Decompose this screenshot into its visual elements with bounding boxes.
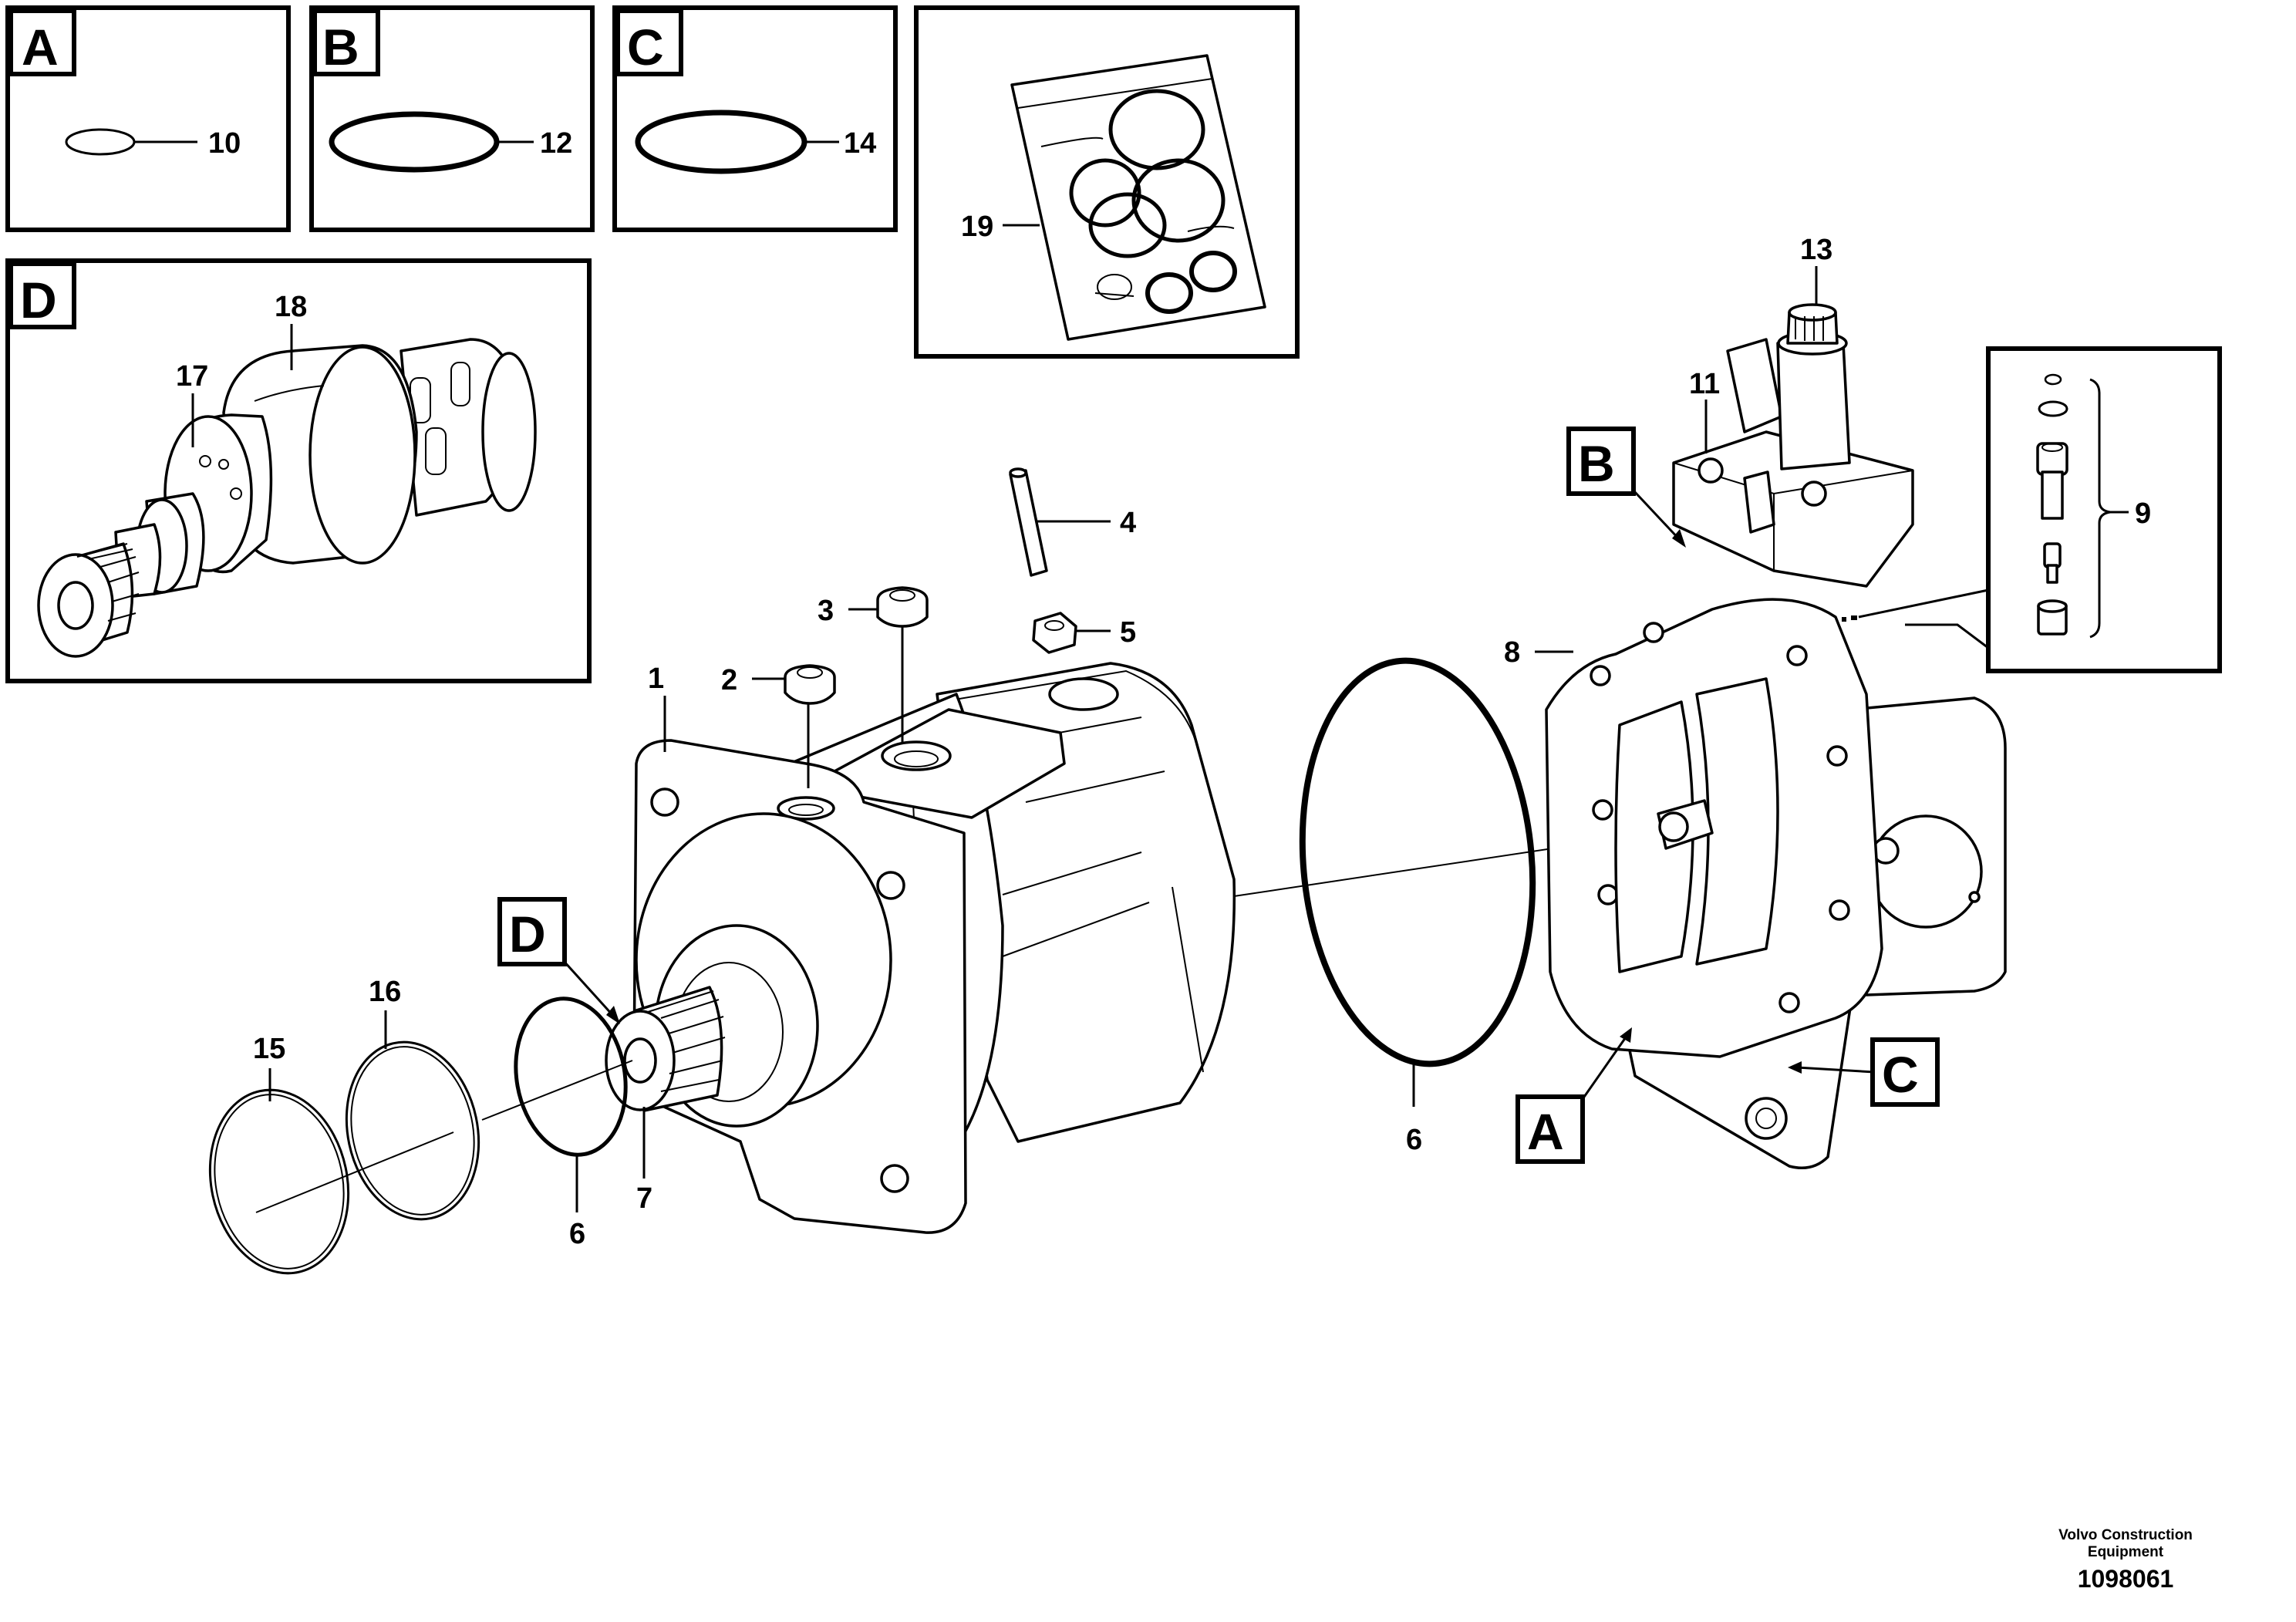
part-label-6-front: 6	[569, 1218, 585, 1250]
inset-d-letter: D	[20, 271, 57, 329]
seal-kit-bag	[1010, 54, 1266, 341]
output-shaft	[605, 986, 726, 1112]
large-o-ring	[635, 110, 807, 174]
inset-a-letter: A	[22, 19, 59, 76]
inset-d: D	[5, 258, 592, 683]
callout-b-letter: B	[1578, 435, 1615, 492]
part-label-4: 4	[1120, 507, 1136, 539]
small-o-ring	[65, 128, 136, 156]
credit-line-1: Volvo Construction	[2058, 1527, 2193, 1543]
port-plate-housing	[1545, 303, 2007, 1169]
seal-kit-inset: 19	[914, 5, 1300, 359]
part-label-10: 10	[208, 127, 241, 160]
sleeve-illustration	[2036, 442, 2068, 520]
part-label-12: 12	[540, 127, 572, 160]
part-label-11: 11	[1689, 368, 1720, 400]
inset-c-letter: C	[627, 19, 664, 76]
inset-b: B 12	[309, 5, 595, 232]
part-label-13: 13	[1800, 234, 1832, 266]
callout-a-letter: A	[1527, 1103, 1564, 1160]
part-label-9: 9	[2135, 497, 2151, 530]
callout-box-a	[1515, 1094, 1585, 1164]
part-label-2: 2	[721, 664, 737, 696]
callout-box-d	[497, 897, 567, 966]
part-label-19: 19	[961, 211, 993, 243]
screw-illustration	[2043, 542, 2062, 584]
motor-housing	[605, 662, 1236, 1234]
part-label-7: 7	[636, 1182, 652, 1215]
solenoid-13	[1726, 303, 1851, 470]
inset-small-parts: 9	[1986, 346, 2222, 673]
part-label-14: 14	[844, 127, 876, 160]
o-ring-6-large	[1299, 657, 1536, 1067]
part-label-16: 16	[369, 976, 401, 1008]
o-ring-15	[208, 1088, 350, 1275]
nut-5	[1032, 612, 1077, 654]
inset-c: C 14	[612, 5, 898, 232]
rotating-group-illustration	[37, 338, 537, 658]
plug-2	[784, 664, 836, 705]
inset-a: A 10	[5, 5, 291, 232]
medium-o-ring	[329, 111, 500, 173]
o-ring-6-front	[514, 996, 628, 1157]
bushing-illustration	[2037, 599, 2068, 636]
part-label-6-large: 6	[1406, 1124, 1422, 1156]
o-ring-16	[345, 1040, 480, 1221]
document-number: 1098061	[2078, 1565, 2174, 1593]
part-label-17: 17	[176, 360, 208, 393]
callout-d-letter: D	[509, 905, 546, 963]
part-label-8: 8	[1504, 636, 1520, 669]
credit-line-2: Equipment	[2088, 1544, 2164, 1560]
callout-box-b	[1566, 427, 1636, 496]
part-label-15: 15	[253, 1033, 285, 1065]
part-label-1: 1	[648, 663, 664, 695]
part-label-5: 5	[1120, 616, 1136, 649]
plug-3	[876, 586, 929, 628]
part-label-3: 3	[818, 595, 834, 627]
inset-b-letter: B	[322, 19, 359, 76]
pin-4	[1009, 467, 1048, 577]
callout-c-letter: C	[1882, 1046, 1919, 1103]
part-label-18: 18	[275, 291, 307, 323]
